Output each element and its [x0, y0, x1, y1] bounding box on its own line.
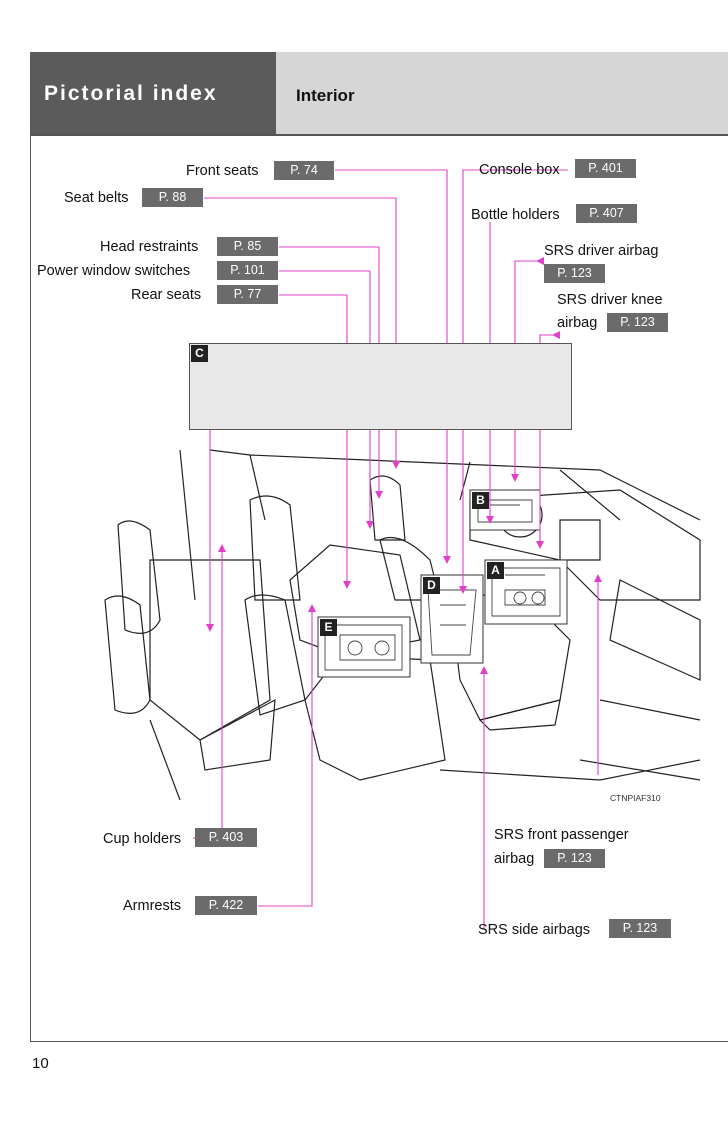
- page-ref-front-seats[interactable]: P. 74: [274, 161, 334, 180]
- page-ref-power-window-switches[interactable]: P. 101: [217, 261, 278, 280]
- tag-c: C: [191, 345, 208, 362]
- label-seat-belts: Seat belts: [64, 190, 129, 206]
- page-ref-console-box[interactable]: P. 401: [575, 159, 636, 178]
- label-head-restraints: Head restraints: [100, 239, 199, 255]
- tag-e: E: [320, 619, 337, 636]
- page-number: 10: [32, 1055, 49, 1072]
- section-header: Pictorial index: [30, 52, 277, 134]
- page-ref-srs-driver-airbag[interactable]: P. 123: [544, 264, 605, 283]
- label-rear-seats: Rear seats: [131, 287, 202, 303]
- label-armrests: Armrests: [123, 898, 181, 914]
- label-cup-holders: Cup holders: [103, 831, 182, 847]
- label-power-window-switches: Power window switches: [37, 263, 191, 279]
- leader-lines: [193, 169, 599, 930]
- page-ref-cup-holders[interactable]: P. 403: [195, 828, 257, 847]
- page-ref-head-restraints[interactable]: P. 85: [217, 237, 278, 256]
- page-ref-armrests[interactable]: P. 422: [195, 896, 257, 915]
- tag-a: A: [487, 562, 504, 579]
- label-srs-driver-knee-airbag-line1: SRS driver knee: [557, 292, 663, 308]
- page-ref-srs-front-passenger-airbag[interactable]: P. 123: [544, 849, 605, 868]
- label-srs-driver-airbag: SRS driver airbag: [544, 243, 659, 259]
- label-console-box: Console box: [479, 162, 560, 178]
- header-divider: [30, 134, 728, 136]
- subsection-title: Interior: [296, 86, 355, 105]
- leader-arrows: [206, 257, 602, 674]
- car-interior-drawing: [104, 449, 701, 801]
- page-ref-bottle-holders[interactable]: P. 407: [576, 204, 637, 223]
- page-ref-srs-driver-knee-airbag[interactable]: P. 123: [607, 313, 668, 332]
- tag-d: D: [423, 577, 440, 594]
- section-title: Pictorial index: [44, 82, 218, 105]
- subsection-header: Interior: [276, 52, 728, 134]
- tag-b: B: [472, 492, 489, 509]
- label-srs-driver-knee-airbag-line2: airbag: [557, 315, 598, 331]
- figure-code: CTNPIAF310: [610, 793, 661, 803]
- page-ref-seat-belts[interactable]: P. 88: [142, 188, 203, 207]
- label-srs-front-passenger-airbag-line1: SRS front passenger: [494, 827, 629, 843]
- label-front-seats: Front seats: [186, 163, 259, 179]
- inset-c-box: [189, 343, 572, 430]
- page-ref-rear-seats[interactable]: P. 77: [217, 285, 278, 304]
- label-srs-side-airbags: SRS side airbags: [478, 922, 591, 938]
- page-ref-srs-side-airbags[interactable]: P. 123: [609, 919, 671, 938]
- label-srs-front-passenger-airbag-line2: airbag: [494, 851, 535, 867]
- label-bottle-holders: Bottle holders: [471, 207, 560, 223]
